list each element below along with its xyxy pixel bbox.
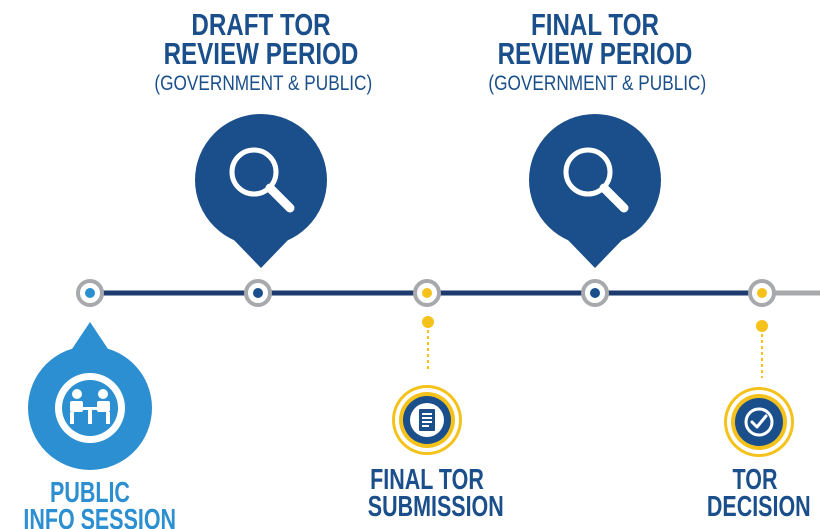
submission-title-line2: SUBMISSION — [367, 491, 504, 523]
timeline-node-draft-review — [244, 279, 272, 307]
info-session-pin — [28, 322, 152, 470]
decision-connector — [756, 320, 768, 378]
draft-review-subtitle: (GOVERNMENT & PUBLIC) — [154, 72, 373, 95]
document-icon — [419, 409, 435, 431]
info-session-label: PUBLIC INFO SESSION — [0, 477, 180, 529]
meeting-table-icon — [70, 389, 110, 424]
checkmark-badge-icon — [744, 407, 774, 437]
timeline-node-decision — [748, 279, 776, 307]
timeline-node-info-session — [76, 279, 104, 307]
submission-label: FINAL TOR SUBMISSION — [347, 464, 507, 523]
final-review-title-line2: REVIEW PERIOD — [497, 36, 693, 71]
timeline-node-submission — [413, 279, 441, 307]
draft-review-pin — [195, 114, 327, 268]
decision-badge — [724, 387, 794, 457]
submission-connector — [422, 316, 434, 372]
final-review-title-line1: FINAL TOR — [530, 7, 660, 42]
info-session-title-line2: INFO SESSION — [23, 504, 177, 529]
decision-title-line2: DECISION — [706, 491, 811, 523]
submission-badge — [392, 385, 462, 455]
final-review-pin — [529, 114, 661, 268]
decision-title-line1: TOR — [732, 464, 778, 496]
final-review-subtitle: (GOVERNMENT & PUBLIC) — [488, 72, 707, 95]
decision-label: TOR DECISION — [690, 464, 820, 523]
draft-review-title-line2: REVIEW PERIOD — [163, 36, 359, 71]
info-session-title-line1: PUBLIC — [50, 477, 130, 509]
draft-review-label: DRAFT TOR REVIEW PERIOD (GOVERNMENT & PU… — [131, 7, 391, 96]
final-review-label: FINAL TOR REVIEW PERIOD (GOVERNMENT & PU… — [465, 7, 725, 96]
magnifier-icon — [229, 147, 295, 213]
timeline-node-final-review — [581, 279, 609, 307]
draft-review-title-line1: DRAFT TOR — [191, 7, 331, 42]
magnifier-icon — [563, 147, 629, 213]
submission-title-line1: FINAL TOR — [370, 464, 484, 496]
